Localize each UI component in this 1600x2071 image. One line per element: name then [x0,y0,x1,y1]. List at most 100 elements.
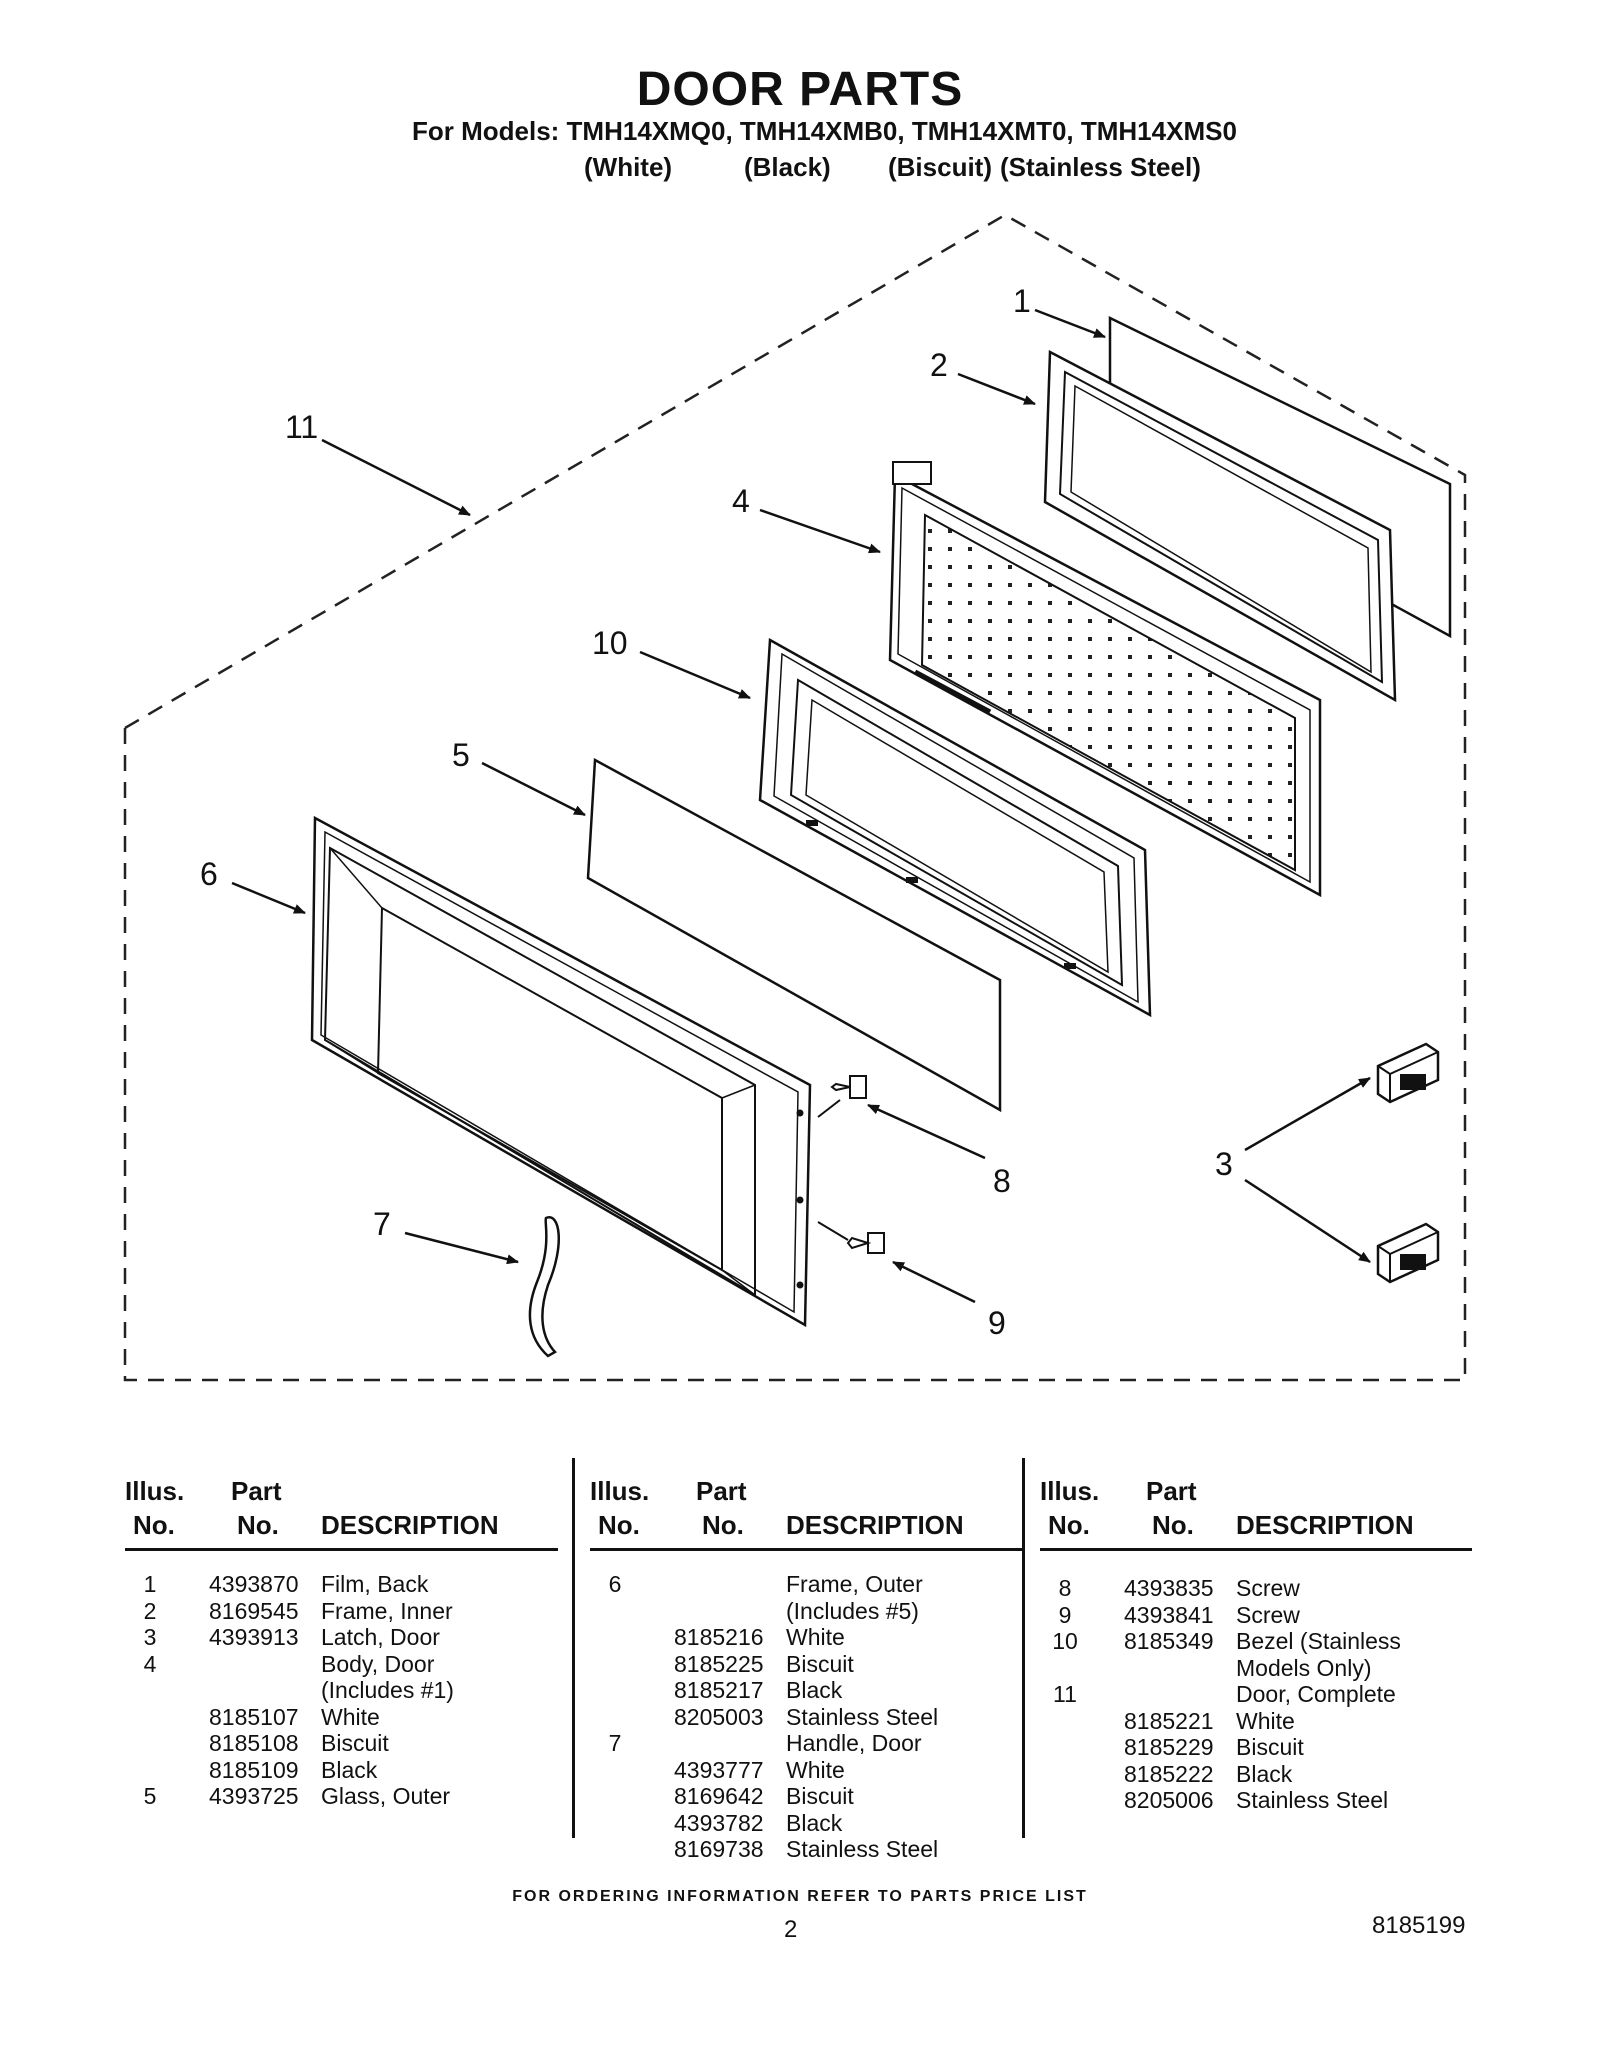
table-row: (Includes #1) [125,1677,558,1704]
color-label-stainless: (Stainless Steel) [1000,152,1201,182]
table-header: Illus. No. Part No. DESCRIPTION [1040,1458,1472,1551]
header-part-no: No. [702,1510,744,1540]
models-line: For Models: TMH14XMQ0, TMH14XMB0, TMH14X… [412,116,1237,146]
callout-6: 6 [200,856,218,892]
leader-arrow-3-upper [1244,1076,1371,1152]
part-number: 4393835 [1124,1575,1214,1601]
leader-arrow-9 [892,1260,976,1304]
part-description: Models Only) [1236,1654,1372,1681]
part-description: Handle, Door [786,1730,922,1756]
part-number: 8185108 [209,1730,299,1756]
header-description: DESCRIPTION [321,1510,499,1540]
part-number: 4393841 [1124,1601,1214,1628]
part-description: Black [321,1756,378,1783]
leader-arrow-5 [481,761,586,817]
table-header: Illus. No. Part No. DESCRIPTION [590,1458,1022,1551]
illus-number: 8 [1058,1575,1072,1601]
part-number: 4393725 [209,1783,299,1809]
part-number: 8185221 [1124,1707,1214,1734]
parts-table-column-1: Illus. No. Part No. DESCRIPTION 1 4393870… [125,1458,558,1809]
table-row: 8185222 Black [1040,1761,1472,1788]
part-number: 4393870 [209,1571,299,1597]
part-number: 8185217 [674,1677,764,1703]
illus-number: 5 [143,1783,157,1809]
part-description: (Includes #1) [321,1677,454,1703]
part-description: Biscuit [786,1783,854,1809]
part-description: Screw [1236,1601,1300,1628]
part-description: Stainless Steel [786,1836,939,1862]
part-description: Latch, Door [321,1624,440,1650]
page-number: 2 [784,1916,798,1943]
part-description: Film, Back [321,1571,429,1597]
leader-arrow-11 [321,438,471,517]
part-number: 4393913 [209,1624,299,1650]
callout-11: 11 [285,409,318,445]
header-part-no: No. [237,1510,279,1540]
table-row: 5 4393725 Glass, Outer [125,1783,558,1810]
part-description: Black [786,1677,843,1703]
table-row: 8185225 Biscuit [590,1651,1022,1678]
table-row: (Includes #5) [590,1598,1022,1625]
header-illus-no: No. [1048,1510,1090,1540]
callout-9: 9 [988,1305,1006,1341]
leader-arrow-7 [404,1231,519,1265]
part-number: 8169545 [209,1597,299,1624]
header-part: Part [231,1476,282,1506]
part-number: 8185109 [209,1756,299,1783]
exploded-parts-diagram: 1 2 3 4 5 6 7 8 9 10 11 [123,213,1467,1382]
document-number: 8185199 [1372,1912,1466,1939]
callout-2: 2 [930,347,948,383]
illus-number: 4 [143,1650,157,1677]
part-number: 8185225 [674,1650,764,1677]
part-number: 4393782 [674,1809,764,1836]
table-header: Illus. No. Part No. DESCRIPTION [125,1458,558,1551]
part-description: Door, Complete [1236,1681,1396,1707]
callout-8: 8 [993,1163,1011,1199]
parts-table-column-3: Illus. No. Part No. DESCRIPTION 8 4393835… [1040,1458,1472,1813]
header-part: Part [1146,1476,1197,1506]
outer-glass-part [586,757,1002,1113]
callout-7: 7 [373,1206,391,1242]
part-description: Stainless Steel [786,1703,939,1730]
part-description: White [786,1624,845,1650]
part-number: 8185349 [1124,1628,1214,1654]
header-illus-no: No. [598,1510,640,1540]
column-divider [1022,1458,1025,1838]
part-description: Frame, Outer [786,1571,923,1597]
part-description: Frame, Inner [321,1597,453,1624]
part-description: Stainless Steel [1236,1787,1389,1813]
part-number: 8185107 [209,1703,299,1730]
callout-4: 4 [732,483,750,519]
table-row: 8205006 Stainless Steel [1040,1787,1472,1814]
part-description: Glass, Outer [321,1783,451,1809]
part-number: 4393777 [674,1756,764,1783]
part-number: 8185222 [1124,1760,1214,1787]
part-number: 8185229 [1124,1734,1214,1760]
part-description: Black [1236,1760,1293,1787]
table-row: 1 4393870 Film, Back [125,1571,558,1598]
part-description: White [786,1756,845,1783]
part-number: 8169738 [674,1836,764,1862]
part-description: Biscuit [321,1730,389,1756]
part-number: 8205006 [1124,1787,1214,1813]
part-description: Biscuit [786,1650,854,1677]
leader-arrow-2 [957,372,1036,406]
illus-number: 1 [143,1571,157,1597]
illus-number: 9 [1058,1601,1072,1628]
table-row: 9 4393841 Screw [1040,1602,1472,1629]
part-number: 8169642 [674,1783,764,1809]
part-description: White [1236,1707,1295,1734]
color-label-black: (Black) [744,152,831,182]
